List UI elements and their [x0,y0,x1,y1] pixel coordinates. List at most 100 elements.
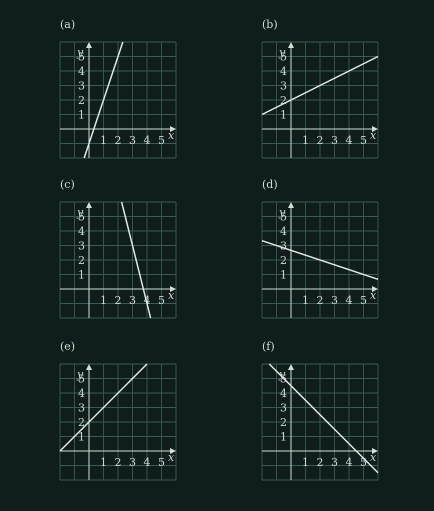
x-axis-arrow-icon [170,126,176,132]
y-axis-name: y [76,46,84,59]
x-tick-label: 4 [346,456,353,469]
x-axis-name: x [168,289,175,302]
graph-line [261,239,379,281]
x-axis-name: x [370,451,377,464]
y-tick-label: 1 [78,269,85,282]
x-axis-arrow-icon [372,286,378,292]
x-tick-label: 4 [144,134,151,147]
x-tick-label: 2 [115,294,122,307]
x-axis-arrow-icon [170,286,176,292]
x-tick-label: 4 [346,294,353,307]
graph-line [120,201,152,319]
graph-line [261,55,379,116]
y-tick-label: 1 [280,431,287,444]
x-axis-name: x [168,451,175,464]
y-tick-label: 4 [280,225,287,238]
y-axis-arrow-icon [288,364,294,370]
panel-label: (c) [60,178,75,191]
y-tick-label: 2 [78,416,85,429]
y-tick-label: 4 [78,387,85,400]
x-axis-arrow-icon [170,448,176,454]
y-axis-arrow-icon [86,202,92,208]
graph-line [268,363,379,474]
x-tick-label: 2 [115,456,122,469]
panel-label: (b) [262,18,278,31]
x-tick-label: 2 [317,294,324,307]
y-tick-label: 4 [78,65,85,78]
panel-label: (d) [262,178,278,191]
y-tick-label: 2 [78,254,85,267]
x-tick-label: 3 [331,294,338,307]
y-tick-label: 2 [280,94,287,107]
x-tick-label: 4 [144,456,151,469]
y-axis-name: y [278,206,286,219]
x-tick-label: 3 [129,134,136,147]
x-tick-label: 5 [360,294,367,307]
x-tick-label: 2 [115,134,122,147]
y-tick-label: 5 [78,373,85,386]
y-tick-label: 5 [280,211,287,224]
y-tick-label: 1 [280,269,287,282]
y-tick-label: 1 [280,109,287,122]
y-tick-label: 3 [280,80,287,93]
y-tick-label: 2 [280,254,287,267]
y-axis-name: y [278,46,286,59]
y-tick-label: 1 [78,431,85,444]
x-tick-label: 5 [158,134,165,147]
x-tick-label: 1 [302,456,309,469]
x-tick-label: 3 [331,134,338,147]
y-axis-name: y [278,368,286,381]
x-axis-name: x [168,129,175,142]
x-tick-label: 3 [129,456,136,469]
panel-label: (e) [60,340,76,353]
x-axis-name: x [370,289,377,302]
graph-line [83,41,124,159]
y-tick-label: 3 [78,80,85,93]
y-tick-label: 5 [280,51,287,64]
y-tick-label: 2 [78,94,85,107]
x-tick-label: 1 [302,294,309,307]
x-axis-name: x [370,129,377,142]
x-tick-label: 5 [360,134,367,147]
y-tick-label: 4 [280,387,287,400]
x-tick-label: 2 [317,456,324,469]
graph-line [59,363,148,452]
y-tick-label: 4 [78,225,85,238]
y-tick-label: 5 [78,51,85,64]
y-tick-label: 3 [78,402,85,415]
y-axis-name: y [76,368,84,381]
y-tick-label: 3 [78,240,85,253]
y-axis-arrow-icon [86,42,92,48]
x-tick-label: 4 [346,134,353,147]
y-tick-label: 1 [78,109,85,122]
x-tick-label: 3 [331,456,338,469]
y-tick-label: 3 [280,240,287,253]
y-tick-label: 5 [78,211,85,224]
x-tick-label: 1 [100,456,107,469]
x-axis-arrow-icon [372,126,378,132]
x-tick-label: 3 [129,294,136,307]
x-tick-label: 1 [302,134,309,147]
panel-label: (a) [60,18,76,31]
x-tick-label: 2 [317,134,324,147]
x-tick-label: 5 [360,456,367,469]
y-tick-label: 2 [280,416,287,429]
x-tick-label: 5 [158,456,165,469]
panel-label: (f) [262,340,275,353]
y-axis-arrow-icon [288,42,294,48]
x-axis-arrow-icon [372,448,378,454]
y-tick-label: 4 [280,65,287,78]
x-tick-label: 1 [100,294,107,307]
